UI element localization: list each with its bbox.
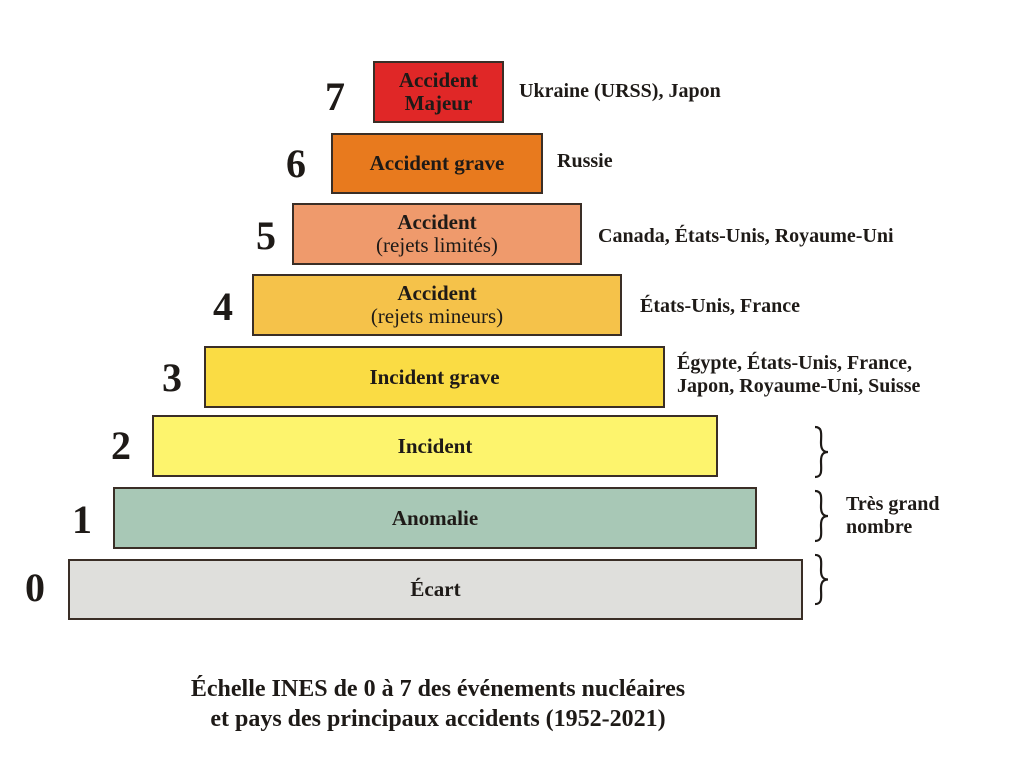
- level-5-label-line1: Accident: [397, 210, 477, 235]
- level-0-brace-icon: [811, 553, 831, 606]
- low-levels-note: Très grand nombre: [846, 493, 940, 539]
- level-7-box: Accident Majeur: [373, 61, 504, 123]
- level-2-brace-icon: [811, 425, 831, 479]
- level-0-number: 0: [25, 565, 45, 610]
- level-3-box: Incident grave: [204, 346, 665, 408]
- level-2-number: 2: [111, 423, 131, 468]
- level-6-box: Accident grave: [331, 133, 543, 194]
- level-4-number: 4: [213, 284, 233, 329]
- level-5-label-line2: (rejets limités): [376, 233, 498, 257]
- level-4-countries: États-Unis, France: [640, 295, 800, 317]
- level-1-number: 1: [72, 497, 92, 542]
- level-2-box: Incident: [152, 415, 718, 477]
- level-6-number: 6: [286, 141, 306, 186]
- level-7-number: 7: [325, 74, 345, 119]
- level-1-brace-icon: [811, 489, 831, 543]
- diagram-caption: Échelle INES de 0 à 7 des événements nuc…: [0, 674, 876, 734]
- level-3-countries-line2: Japon, Royaume-Uni, Suisse: [677, 375, 921, 397]
- level-0-label-line1: Écart: [410, 577, 461, 602]
- level-1-label-line1: Anomalie: [391, 505, 479, 530]
- caption-line2: et pays des principaux accidents (1952-2…: [210, 706, 666, 732]
- level-5-number: 5: [256, 213, 276, 258]
- level-4-label-line1: Accident: [397, 281, 477, 306]
- level-5-box: Accident (rejets limités): [292, 203, 582, 265]
- caption-line1: Échelle INES de 0 à 7 des événements nuc…: [190, 676, 686, 702]
- level-7-countries: Ukraine (URSS), Japon: [519, 80, 721, 102]
- level-3-countries-line1: Égypte, États-Unis, France,: [677, 352, 912, 374]
- level-7-label-line1: Accident: [398, 68, 479, 93]
- level-3-label-line1: Incident grave: [369, 364, 500, 389]
- level-4-label-line2: (rejets mineurs): [370, 304, 504, 328]
- level-7-label-line2: Majeur: [404, 91, 473, 115]
- level-6-label-line1: Accident grave: [369, 151, 505, 176]
- level-4-box: Accident (rejets mineurs): [252, 274, 622, 336]
- low-levels-note-line2: nombre: [846, 516, 913, 538]
- level-5-countries: Canada, États-Unis, Royaume-Uni: [598, 225, 894, 247]
- level-2-label-line1: Incident: [397, 433, 473, 458]
- level-3-number: 3: [162, 355, 182, 400]
- level-0-box: Écart: [68, 559, 803, 620]
- level-1-box: Anomalie: [113, 487, 757, 549]
- level-3-countries: Égypte, États-Unis, France, Japon, Royau…: [677, 352, 920, 398]
- low-levels-note-line1: Très grand: [846, 493, 940, 515]
- level-6-countries: Russie: [557, 150, 613, 172]
